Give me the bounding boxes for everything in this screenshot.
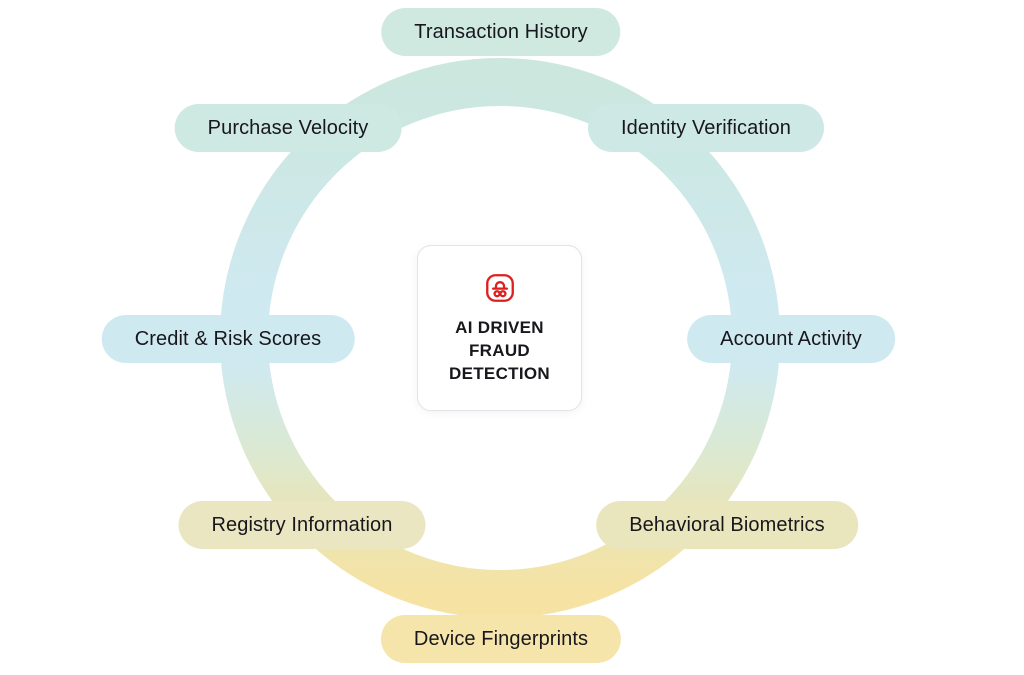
node-label: Device Fingerprints xyxy=(413,627,589,650)
incognito-fraud-detection-icon xyxy=(485,274,514,302)
center-title-line: AI DRIVEN xyxy=(455,318,544,337)
node-transaction-history: Transaction History xyxy=(381,8,621,56)
node-label: Identity Verification xyxy=(621,116,791,139)
node-registry-information: Registry Information xyxy=(178,501,426,549)
node-purchase-velocity: Purchase Velocity xyxy=(174,104,402,152)
node-label: Behavioral Biometrics xyxy=(629,513,825,536)
node-label: Credit & Risk Scores xyxy=(134,327,322,350)
node-label: Account Activity xyxy=(720,327,862,350)
center-title-line: FRAUD xyxy=(469,341,530,360)
node-behavioral-biometrics: Behavioral Biometrics xyxy=(596,501,858,549)
center-title: AI DRIVEN FRAUD DETECTION xyxy=(449,316,550,385)
center-title-line: DETECTION xyxy=(449,364,550,383)
node-label: Registry Information xyxy=(211,513,393,536)
node-label: Transaction History xyxy=(414,20,588,43)
node-account-activity: Account Activity xyxy=(687,315,895,363)
node-device-fingerprints: Device Fingerprints xyxy=(380,615,622,663)
node-identity-verification: Identity Verification xyxy=(588,104,824,152)
center-hub-card: AI DRIVEN FRAUD DETECTION xyxy=(417,245,582,411)
node-label: Purchase Velocity xyxy=(207,116,369,139)
node-credit-risk-scores: Credit & Risk Scores xyxy=(101,315,355,363)
